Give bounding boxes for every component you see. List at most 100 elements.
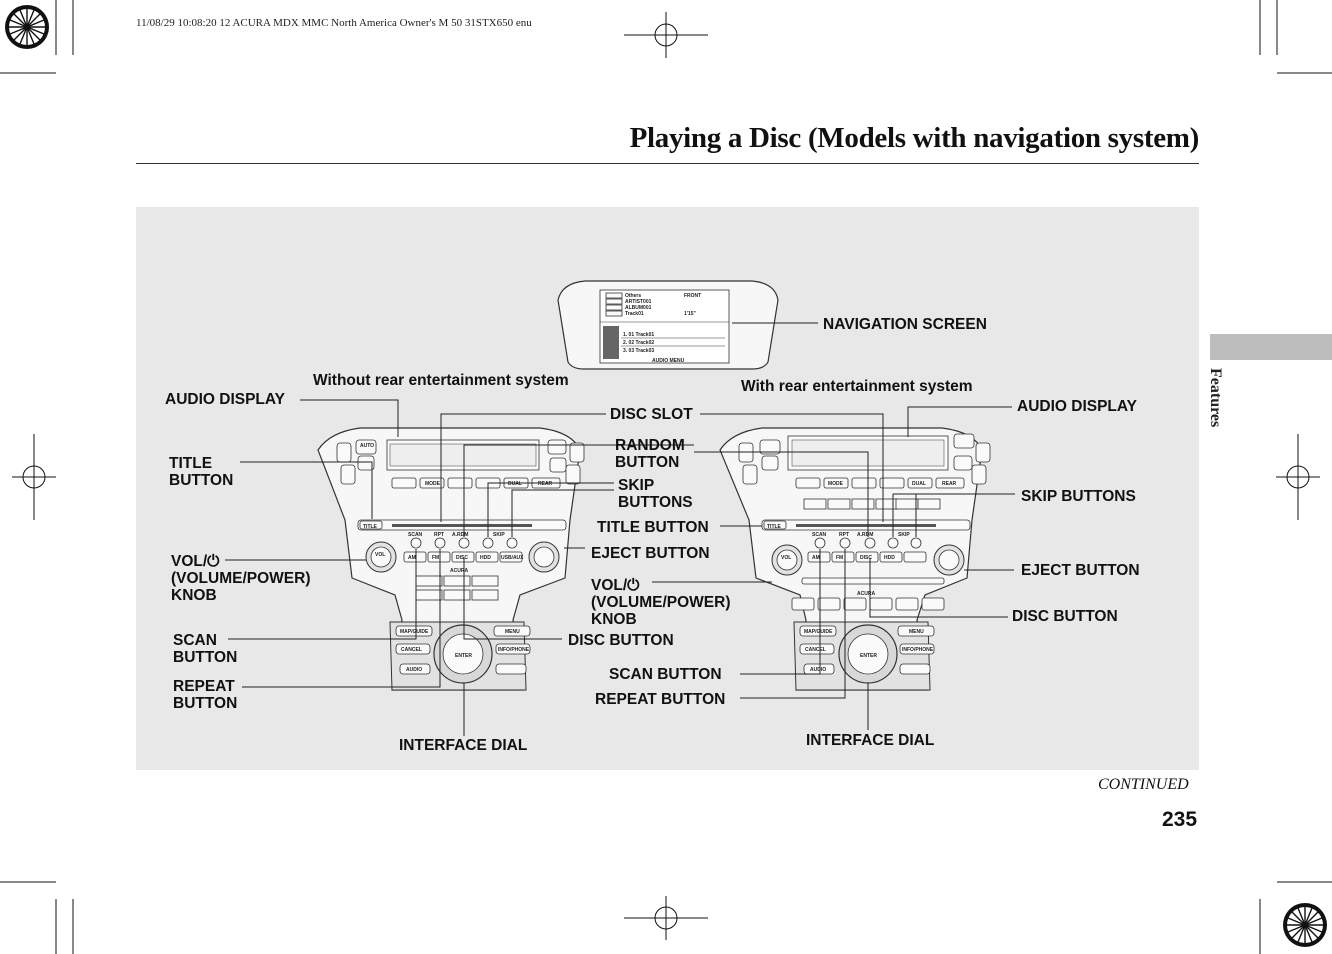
menu-text-r: MENU xyxy=(909,629,924,635)
label-interface-dial-right: INTERFACE DIAL xyxy=(806,732,935,749)
registration-target-top-left xyxy=(5,5,49,49)
label-audio-display-right: AUDIO DISPLAY xyxy=(1017,398,1138,415)
hdd-text: HDD xyxy=(480,555,491,561)
label-skip-line1: SKIP xyxy=(618,477,655,494)
label-vol-knob-right: VOL/⏻ (VOLUME/POWER) KNOB xyxy=(591,577,731,628)
section-tab xyxy=(1210,334,1332,360)
leader-lines xyxy=(225,322,1015,736)
screen-track-1: 1. 01 Track01 xyxy=(623,332,654,338)
acura-text-r: ACURA xyxy=(857,591,875,597)
center-marks xyxy=(12,12,1320,940)
screen-menu: AUDIO MENU xyxy=(652,358,685,364)
label-skip-buttons-left: SKIP BUTTONS xyxy=(618,477,693,511)
label-repeat-button-right: REPEAT BUTTON xyxy=(595,691,726,708)
scan-text: SCAN xyxy=(408,532,423,538)
audio-text: AUDIO xyxy=(406,667,422,673)
mode-text: MODE xyxy=(425,481,441,487)
skip-text-r: SKIP xyxy=(898,532,910,538)
info-text-r: INFO/PHONE xyxy=(902,647,934,653)
page-title: Playing a Disc (Models with navigation s… xyxy=(629,122,1200,154)
label-vol-knob-left: VOL/⏻ (VOLUME/POWER) KNOB xyxy=(171,553,311,604)
label-disc-button-left: DISC BUTTON xyxy=(568,632,674,649)
audio-text-r: AUDIO xyxy=(810,667,826,673)
disc-text: DISC xyxy=(456,555,468,561)
label-scan-button-right: SCAN BUTTON xyxy=(609,666,722,683)
am-text-r: AM xyxy=(812,555,820,561)
left-control-panel: AUTO MODE DUAL REAR TITLE SCAN RPT A.RDM… xyxy=(317,427,585,691)
ardm-text-r: A.RDM xyxy=(857,532,873,538)
rpt-text-r: RPT xyxy=(839,532,849,538)
map-guide-text: MAP/GUIDE xyxy=(400,629,429,635)
continued-note: CONTINUED xyxy=(1098,776,1189,793)
info-text: INFO/PHONE xyxy=(498,647,530,653)
screen-time: 1'15" xyxy=(684,311,697,317)
label-skip-buttons-right: SKIP BUTTONS xyxy=(1021,488,1136,505)
right-control-panel: MODE DUAL REAR TITLE SCAN RPT A.RDM SKIP… xyxy=(719,427,991,691)
map-guide-text-r: MAP/GUIDE xyxy=(804,629,833,635)
label-vol-right-line2: (VOLUME/POWER) xyxy=(591,594,731,611)
acura-text: ACURA xyxy=(450,568,468,574)
label-title-button-left: TITLE BUTTON xyxy=(169,455,233,489)
label-repeat-left-line1: REPEAT xyxy=(173,678,235,695)
usb-text: USB/AUX xyxy=(501,555,524,561)
cancel-text: CANCEL xyxy=(401,647,422,653)
title-divider xyxy=(136,163,1199,164)
hdd-text-r: HDD xyxy=(884,555,895,561)
disc-text-r: DISC xyxy=(860,555,872,561)
cancel-text-r: CANCEL xyxy=(805,647,826,653)
registration-target-bottom-right xyxy=(1283,903,1327,947)
label-vol-left-line1: VOL/⏻ xyxy=(171,553,220,570)
vol-text: VOL xyxy=(375,552,385,558)
label-navigation-screen: NAVIGATION SCREEN xyxy=(823,316,987,333)
label-random-line1: RANDOM xyxy=(615,437,685,454)
label-title-button-right: TITLE BUTTON xyxy=(597,519,709,536)
fm-text-r: FM xyxy=(836,555,843,561)
label-scan-button-left: SCAN BUTTON xyxy=(173,632,237,666)
print-info: 11/08/29 10:08:20 12 ACURA MDX MMC North… xyxy=(136,17,532,29)
rear-text: REAR xyxy=(538,481,553,487)
label-eject-button-right: EJECT BUTTON xyxy=(1021,562,1140,579)
subtitle-without-rear: Without rear entertainment system xyxy=(313,372,569,389)
label-disc-button-right: DISC BUTTON xyxy=(1012,608,1118,625)
dual-text-r: DUAL xyxy=(912,481,926,487)
label-skip-line2: BUTTONS xyxy=(618,494,693,511)
navigation-screen-illustration: Others ARTIST001 ALBUM001 Track01 FRONT … xyxy=(557,280,779,370)
screen-row-3: ALBUM001 xyxy=(625,305,652,311)
label-vol-left-line2: (VOLUME/POWER) xyxy=(171,570,311,587)
screen-front: FRONT xyxy=(684,293,701,299)
label-eject-button-left: EJECT BUTTON xyxy=(591,545,710,562)
enter-text-r: ENTER xyxy=(860,653,877,659)
screen-track-3: 3. 03 Track03 xyxy=(623,348,654,354)
label-repeat-left-line2: BUTTON xyxy=(173,695,238,712)
subtitle-with-rear: With rear entertainment system xyxy=(741,378,973,395)
label-disc-slot: DISC SLOT xyxy=(610,406,693,423)
label-interface-dial-left: INTERFACE DIAL xyxy=(399,737,528,754)
screen-row-4: Track01 xyxy=(625,311,644,317)
label-title-left-line1: TITLE xyxy=(169,455,213,472)
vol-text-r: VOL xyxy=(781,555,791,561)
menu-text: MENU xyxy=(505,629,520,635)
label-vol-left-line3: KNOB xyxy=(171,587,217,604)
auto-text: AUTO xyxy=(360,443,374,449)
rpt-text: RPT xyxy=(434,532,444,538)
label-audio-display-left: AUDIO DISPLAY xyxy=(165,391,286,408)
label-repeat-button-left: REPEAT BUTTON xyxy=(173,678,237,712)
label-vol-right-line3: KNOB xyxy=(591,611,637,628)
mode-text-r: MODE xyxy=(828,481,844,487)
ardm-text: A.RDM xyxy=(452,532,468,538)
am-text: AM xyxy=(408,555,416,561)
title-text-r: TITLE xyxy=(767,524,782,530)
fm-text: FM xyxy=(432,555,439,561)
label-vol-right-line1: VOL/⏻ xyxy=(591,577,640,594)
section-label: Features xyxy=(1207,368,1224,428)
label-random-line2: BUTTON xyxy=(615,454,680,471)
title-text: TITLE xyxy=(363,524,378,530)
label-random-button: RANDOM BUTTON xyxy=(615,437,685,471)
scan-text-r: SCAN xyxy=(812,532,827,538)
label-scan-left-line1: SCAN xyxy=(173,632,217,649)
skip-text: SKIP xyxy=(493,532,505,538)
enter-text: ENTER xyxy=(455,653,472,659)
